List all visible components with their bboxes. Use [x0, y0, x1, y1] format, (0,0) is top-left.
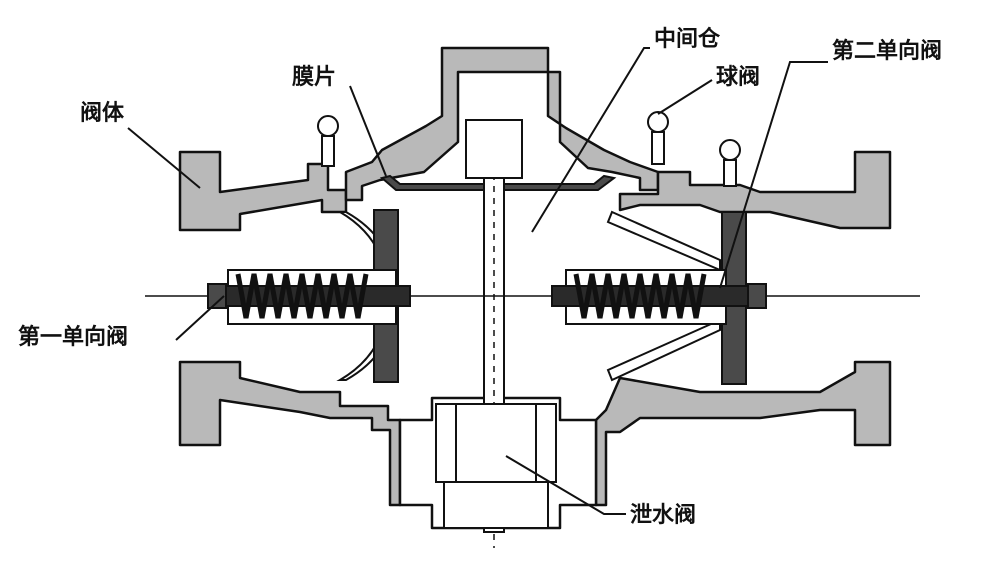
right-spring	[573, 273, 707, 319]
leader-middle-chamber	[531, 47, 650, 233]
ball-valves	[317, 111, 741, 187]
diaphragm-membrane	[379, 174, 617, 191]
first-check-valve-part	[207, 209, 411, 383]
left-nut	[207, 283, 227, 309]
drain-valve-part	[435, 403, 557, 529]
ball-valve-left-icon	[317, 115, 339, 137]
drain-plug-outer	[435, 403, 557, 483]
leader-diaphragm	[349, 85, 387, 177]
left-spring	[235, 273, 369, 319]
stem-guide-top	[465, 119, 523, 179]
leader-drain	[505, 455, 626, 515]
label-diaphragm: 膜片	[292, 65, 336, 90]
leader-lines	[127, 47, 828, 515]
right-nut	[747, 283, 767, 309]
ball-valve-right-icon	[719, 139, 741, 161]
second-check-valve-part	[551, 210, 767, 385]
label-valve-body: 阀体	[80, 101, 125, 126]
drain-cap	[443, 481, 549, 529]
label-middle-chamber: 中间仓	[654, 26, 721, 52]
leader-second-check	[719, 61, 828, 289]
leader-ball-valve	[657, 79, 713, 115]
label-second-check-valve: 第二单向阀	[832, 38, 942, 64]
label-ball-valve: 球阀	[716, 65, 760, 90]
leader-valve-body	[127, 127, 201, 189]
ball-valve-right-stem	[723, 159, 737, 187]
right-seat-upper	[606, 210, 721, 272]
left-lower-wall	[178, 360, 402, 507]
label-drain-valve: 泄水阀	[630, 503, 696, 528]
right-seat-lower	[606, 318, 721, 382]
ball-valve-mid-stem	[651, 131, 665, 165]
label-first-check-valve: 第一单向阀	[18, 324, 128, 350]
ball-valve-mid-icon	[647, 111, 669, 133]
bonnet-dome	[344, 46, 660, 202]
leader-first-check	[175, 295, 225, 341]
diaphragm-part	[379, 174, 617, 191]
ball-valve-left-stem	[321, 135, 335, 167]
